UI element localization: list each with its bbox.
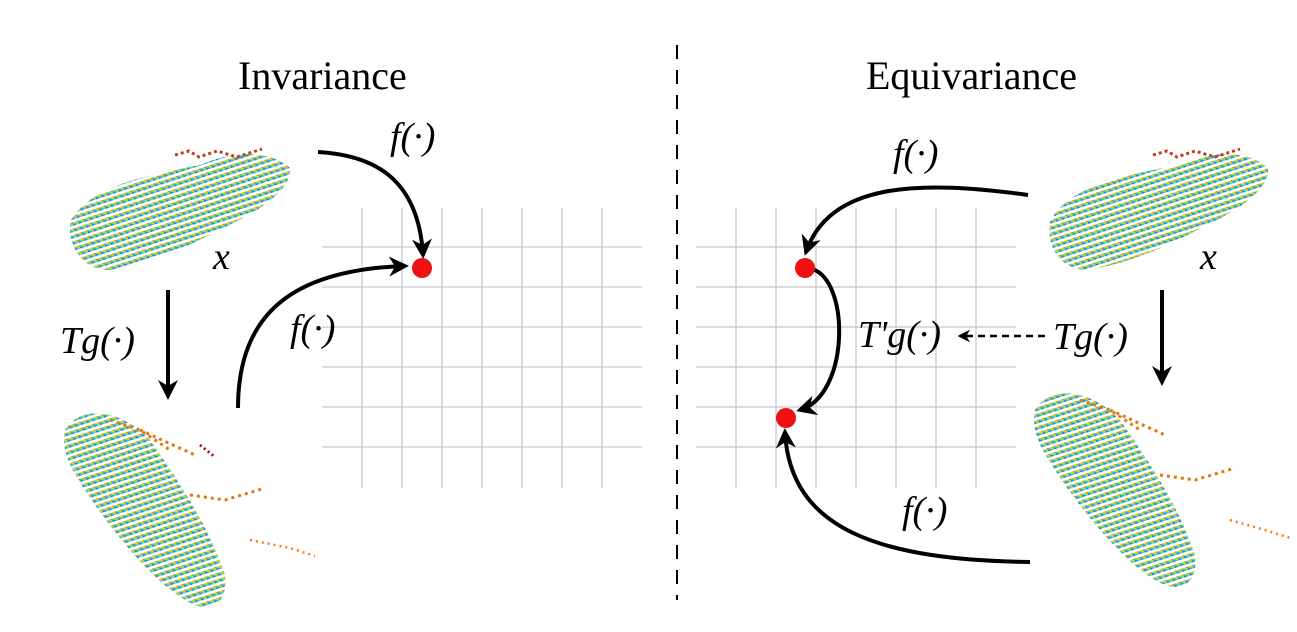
label-transform-left: Tg(·) <box>60 320 135 362</box>
car-point-cloud-transformed-right <box>1034 393 1291 587</box>
arrow-f-bottom-left <box>236 256 409 409</box>
arrow-feature-transform-right <box>796 267 842 415</box>
label-transform-feature-right: T'g(·) <box>858 314 942 356</box>
feature-point-left <box>412 258 432 278</box>
invariance-title: Invariance <box>238 53 407 98</box>
label-x-right: x <box>1200 236 1217 278</box>
car-point-cloud-original-right <box>1049 147 1269 270</box>
invariance-feature-grid <box>322 208 642 488</box>
car-point-cloud-transformed-left <box>64 413 316 607</box>
label-f-bottom-right: f(·) <box>902 490 948 532</box>
feature-point-right-top <box>795 258 815 278</box>
label-f-top-left: f(·) <box>390 116 436 158</box>
label-transform-input-right: Tg(·) <box>1053 316 1128 358</box>
label-f-bottom-left: f(·) <box>290 308 336 350</box>
arrow-f-bottom-right <box>775 428 1031 564</box>
arrow-f-top-right <box>801 185 1029 256</box>
label-x-left: x <box>213 236 230 278</box>
label-f-top-right: f(·) <box>893 133 939 175</box>
equivariance-title: Equivariance <box>866 53 1077 98</box>
feature-point-right-bottom <box>776 408 796 428</box>
arrow-f-top-left <box>317 150 432 259</box>
equivariance-feature-grid <box>696 208 1016 488</box>
car-point-cloud-original-left <box>69 147 291 270</box>
